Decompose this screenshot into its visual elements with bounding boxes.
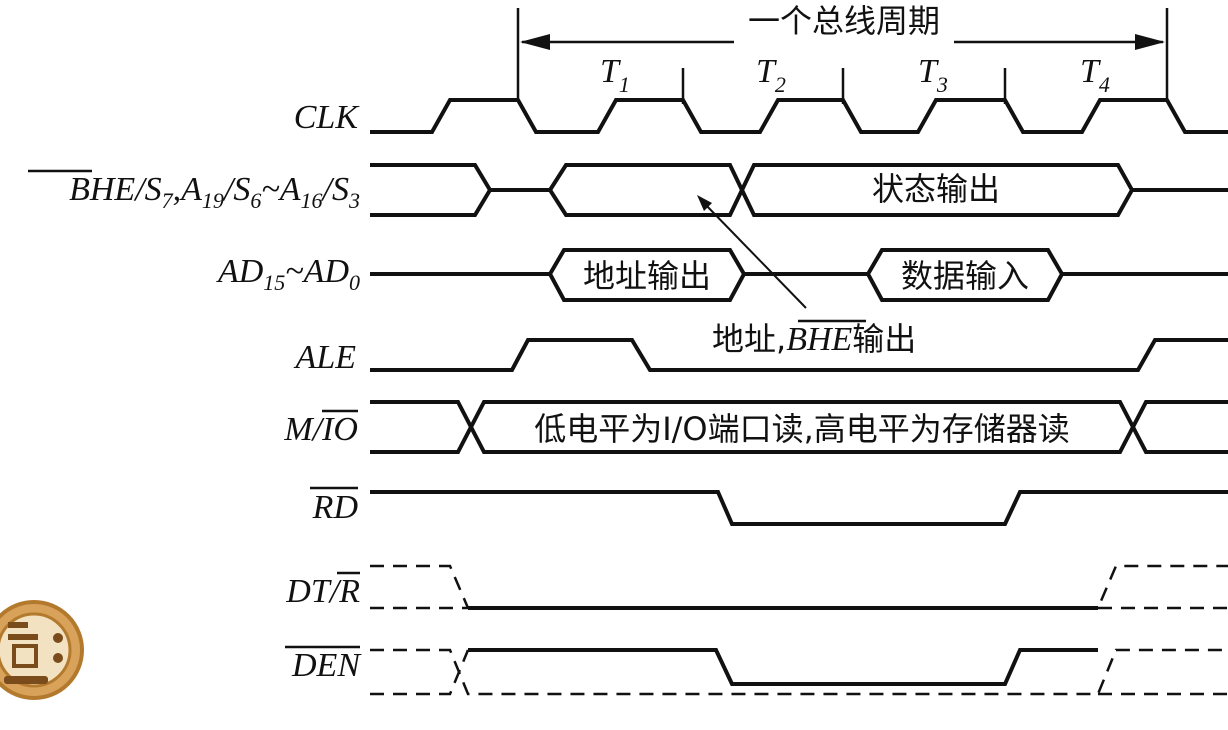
clk-label: CLK bbox=[294, 99, 361, 136]
mio-note-text: 低电平为I/O端口读,高电平为存储器读 bbox=[534, 410, 1070, 448]
mio-label: M/IO bbox=[283, 411, 358, 448]
t4-label: T4 bbox=[1080, 53, 1110, 97]
ale-waveform bbox=[370, 338, 1228, 372]
dtr-label: DT/R bbox=[285, 573, 360, 610]
rd-label: RD bbox=[312, 489, 359, 526]
bus-cycle-span: 一个总线周期 bbox=[516, 2, 1169, 98]
address-bhe-callout: 地址,BHE输出 bbox=[697, 195, 944, 358]
status-output-text: 状态输出 bbox=[872, 170, 1000, 208]
dtr-waveform bbox=[370, 564, 1228, 610]
mio-waveform: 低电平为I/O端口读,高电平为存储器读 bbox=[370, 400, 1228, 454]
university-logo bbox=[0, 600, 84, 700]
clk-waveform bbox=[370, 98, 1228, 134]
cycle-arrow-left bbox=[520, 34, 550, 50]
rd-waveform bbox=[370, 490, 1228, 526]
bhe-status-label: BHE/S7,A19/S6~A16/S3 bbox=[69, 171, 360, 213]
cycle-arrow-right bbox=[1135, 34, 1165, 50]
t3-label: T3 bbox=[918, 53, 948, 97]
t-state-labels: T1 T2 T3 T4 bbox=[600, 53, 1110, 104]
bus-cycle-title: 一个总线周期 bbox=[748, 2, 940, 40]
data-input-text: 数据输入 bbox=[901, 257, 1029, 295]
bhe-status-waveform: 状态输出 bbox=[370, 163, 1228, 217]
t2-label: T2 bbox=[756, 53, 786, 97]
address-bhe-output-text: 地址,BHE输出 bbox=[712, 320, 916, 358]
callout-arrow-head bbox=[697, 195, 712, 211]
address-output-text: 地址输出 bbox=[583, 257, 711, 295]
den-waveform bbox=[370, 648, 1228, 696]
den-label: DEN bbox=[291, 647, 362, 684]
signal-names: CLK BHE/S7,A19/S6~A16/S3 AD15~AD0 ALE M/… bbox=[28, 99, 362, 684]
ale-label: ALE bbox=[294, 339, 357, 376]
callout-arrow-line bbox=[702, 201, 807, 309]
ad-waveform: 地址输出 数据输入 bbox=[370, 248, 1228, 302]
ad-label: AD15~AD0 bbox=[216, 253, 360, 295]
t1-label: T1 bbox=[600, 53, 630, 97]
